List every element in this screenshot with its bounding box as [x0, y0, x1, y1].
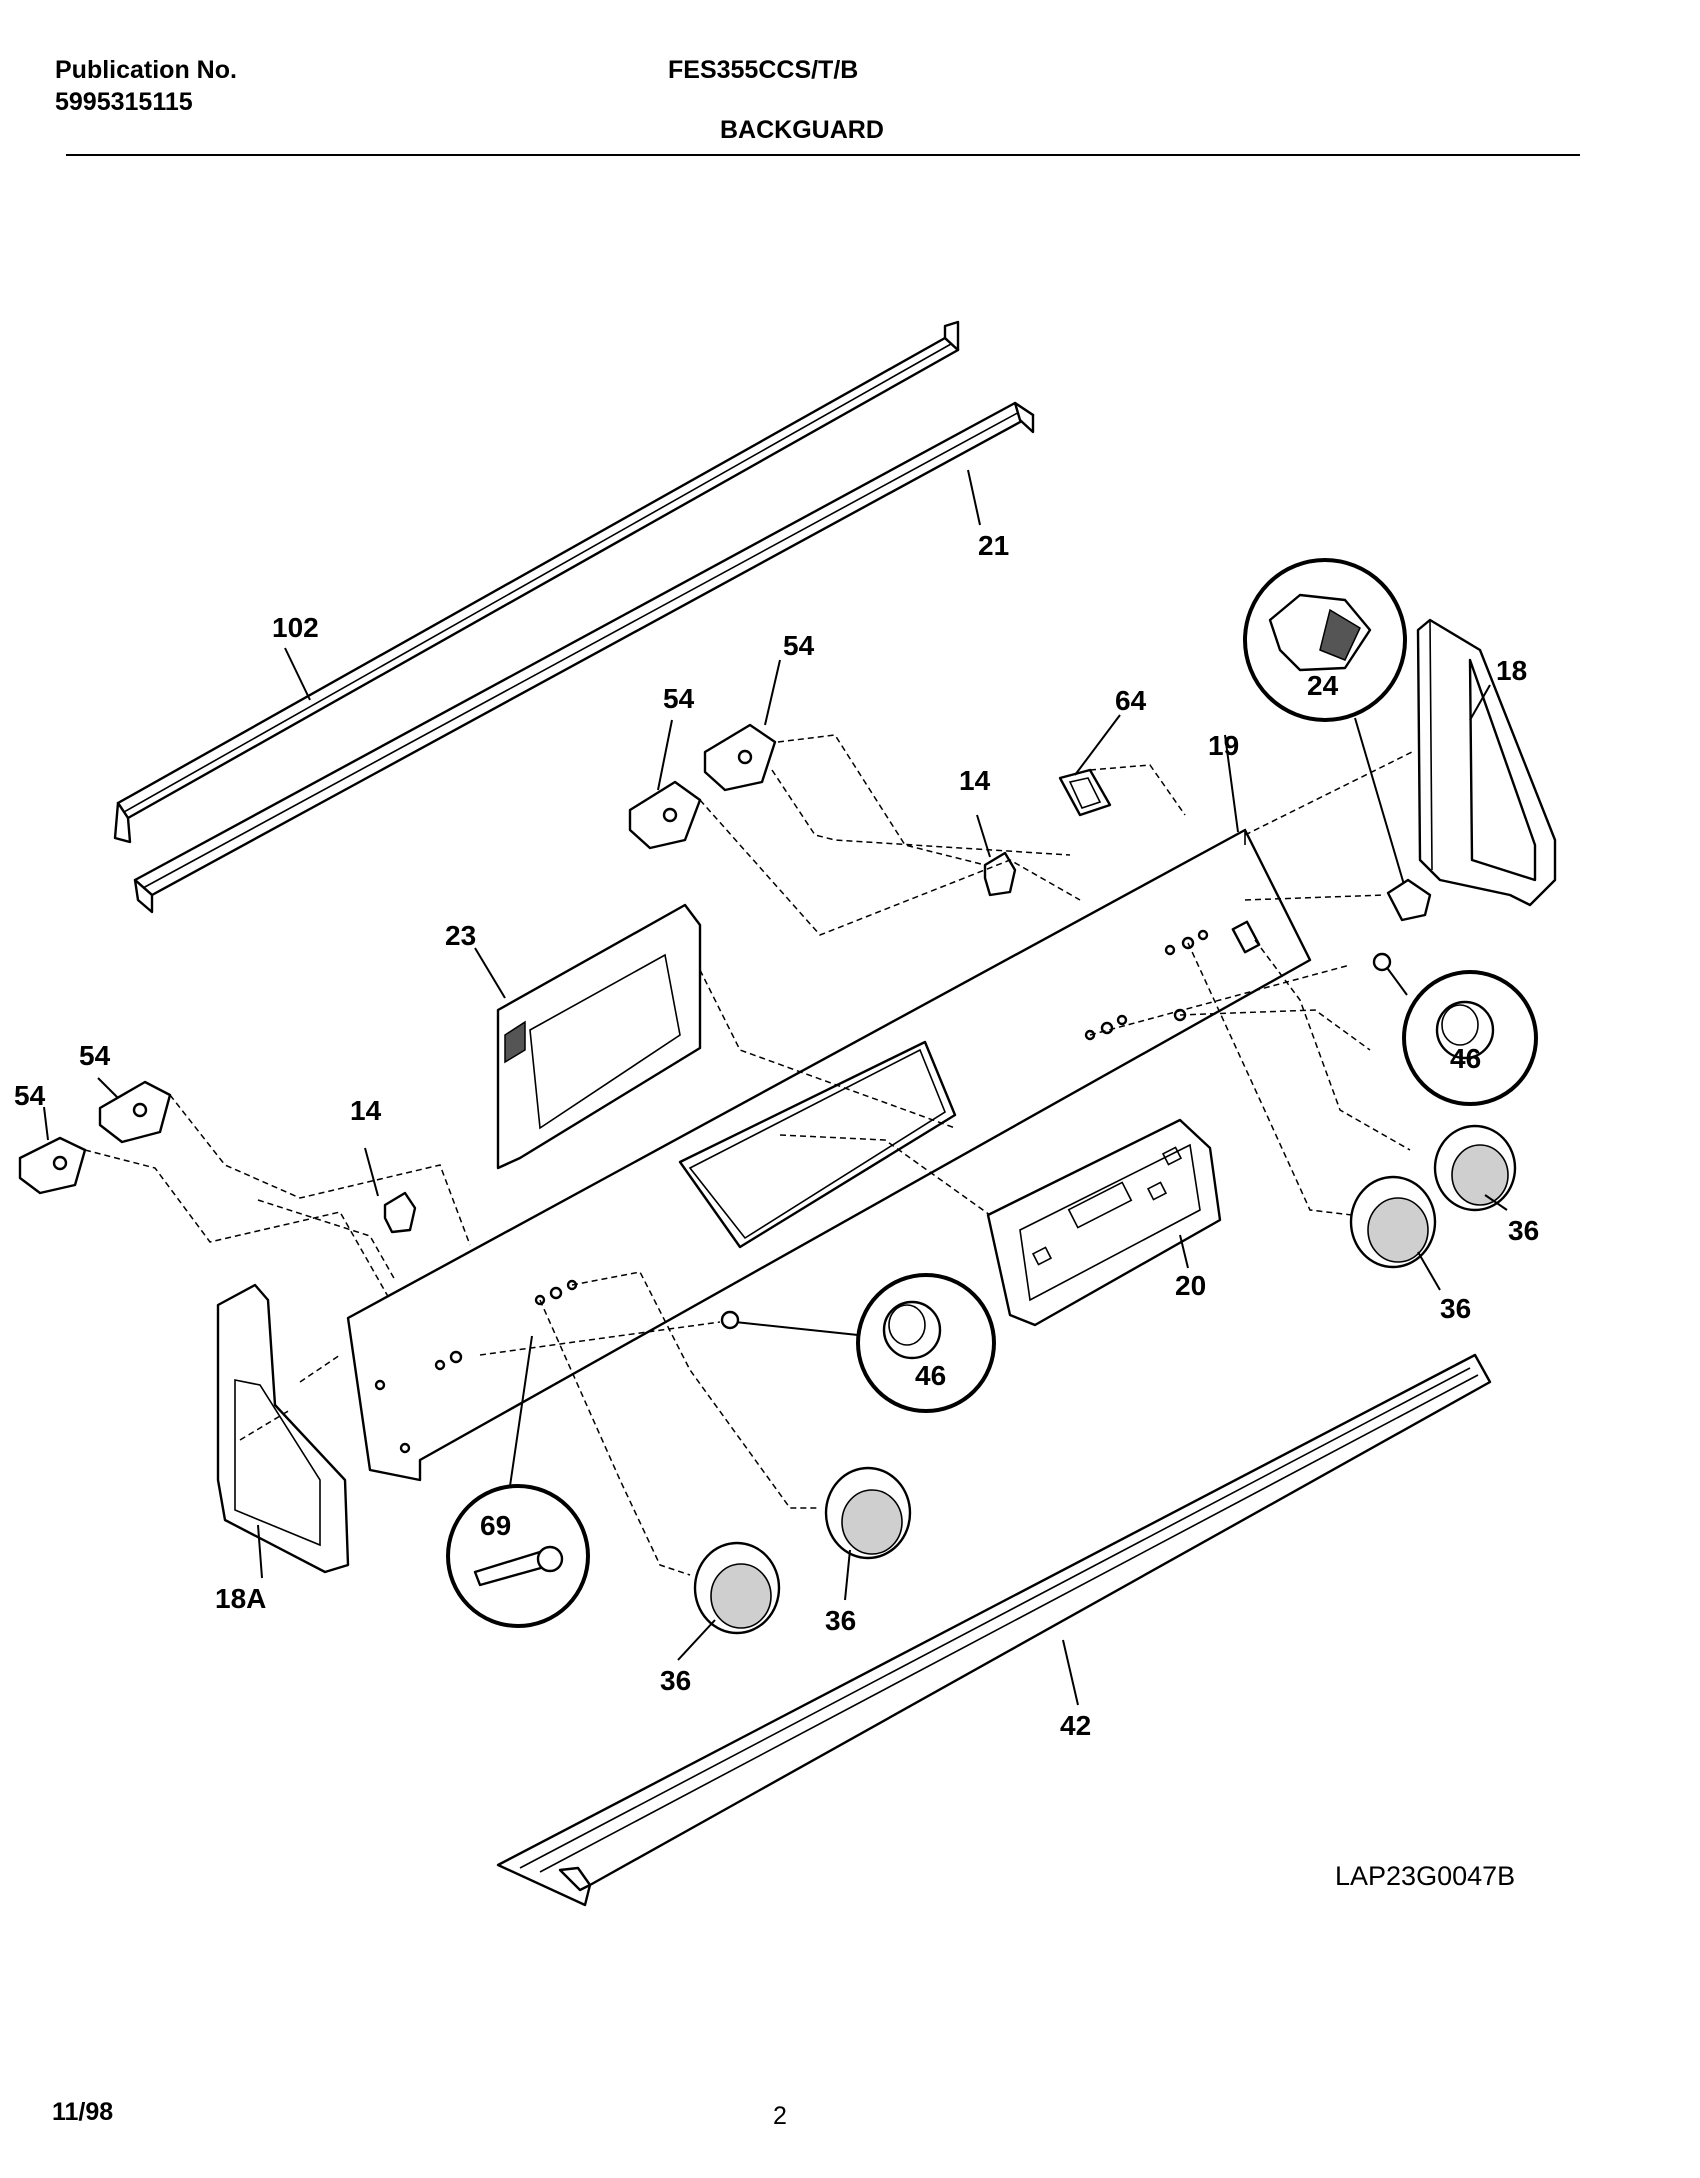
callout-36-center: 36: [825, 1605, 856, 1636]
part-18A-left-end-cap: [216, 1283, 350, 1574]
part-14-clip-lower: [383, 1191, 417, 1234]
callout-102: 102: [272, 612, 319, 643]
callout-14-upper: 14: [959, 765, 991, 796]
part-36-knob-right-upper: [1433, 1124, 1517, 1212]
part-46-knob-detail-lower: [720, 1273, 996, 1413]
callout-42: 42: [1060, 1710, 1091, 1741]
model-number: FES355CCS/T/B: [668, 56, 859, 84]
drawing-code: LAP23G0047B: [1335, 1861, 1515, 1891]
part-46-knob-detail-upper: [1372, 952, 1538, 1106]
part-54-switch-upper-left: [628, 780, 702, 850]
part-20-control-board: [986, 1118, 1222, 1327]
callout-54-upper-left: 54: [663, 683, 695, 714]
part-21-channel: [133, 401, 1035, 914]
part-54-switch-lower-left: [18, 1136, 87, 1195]
part-36-knob-center: [824, 1466, 912, 1560]
callout-18A: 18A: [215, 1583, 266, 1614]
callout-54-lower-right: 54: [79, 1040, 111, 1071]
page-number: 2: [773, 2102, 787, 2130]
callout-69: 69: [480, 1510, 511, 1541]
callout-20: 20: [1175, 1270, 1206, 1301]
part-19-backguard-panel: [346, 828, 1312, 1482]
callout-18: 18: [1496, 655, 1527, 686]
callout-19: 19: [1208, 730, 1239, 761]
part-69-fastener-detail: [446, 1335, 590, 1628]
part-36-knob-left: [693, 1541, 781, 1635]
part-14-clip-upper: [983, 851, 1017, 897]
callout-46-upper: 46: [1450, 1043, 1481, 1074]
assembly-dashed-lines: [84, 734, 1413, 1576]
part-54-switch-upper-right: [703, 723, 777, 792]
callout-36-left: 36: [660, 1665, 691, 1696]
callout-54-upper-right: 54: [783, 630, 815, 661]
part-102-trim-strip: [113, 320, 960, 844]
callout-24: 24: [1307, 670, 1339, 701]
part-64-lens: [1058, 768, 1112, 817]
callout-23: 23: [445, 920, 476, 951]
part-54-switch-lower-right: [98, 1080, 172, 1144]
callout-21: 21: [978, 530, 1009, 561]
callout-54-lower-left: 54: [14, 1080, 46, 1111]
part-24-connector-detail: [1243, 558, 1432, 922]
callout-36-right-lower: 36: [1440, 1293, 1471, 1324]
publication-number: 5995315115: [55, 88, 193, 116]
part-23-bracket: [496, 903, 702, 1170]
part-42-bottom-trim: [496, 1353, 1492, 1907]
publication-label: Publication No.: [55, 56, 237, 84]
part-18-right-end-cap: [1416, 618, 1557, 907]
callout-36-right-upper: 36: [1508, 1215, 1539, 1246]
header-rule: [66, 154, 1580, 156]
callout-64: 64: [1115, 685, 1147, 716]
callout-46-lower: 46: [915, 1360, 946, 1391]
leader-lines: [43, 469, 1508, 1706]
footer-date: 11/98: [52, 2098, 114, 2126]
section-title: BACKGUARD: [720, 116, 884, 144]
callout-14-lower: 14: [350, 1095, 382, 1126]
part-36-knob-right-lower: [1349, 1175, 1437, 1269]
